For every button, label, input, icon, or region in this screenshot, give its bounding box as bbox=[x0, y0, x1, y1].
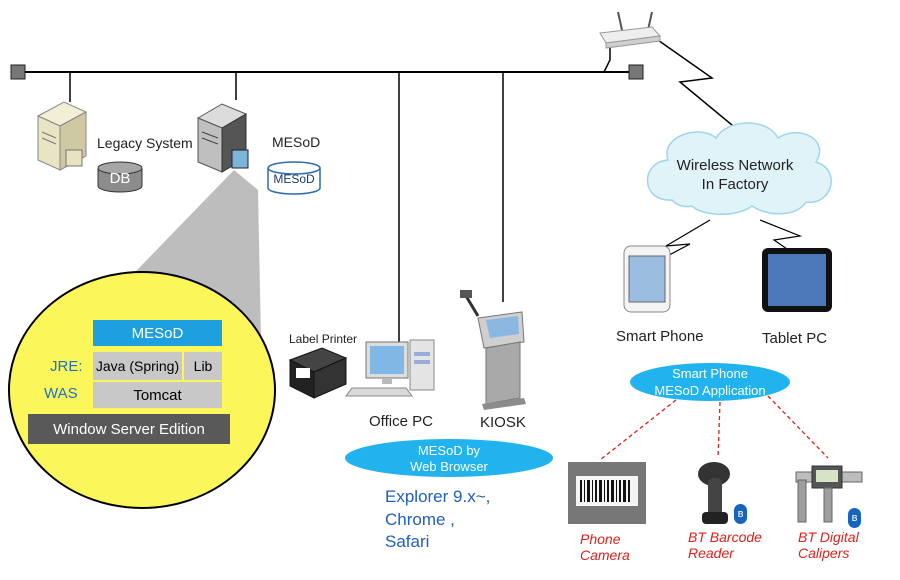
stack-java-box: Java (Spring) bbox=[93, 352, 182, 380]
stack-tomcat-box: Tomcat bbox=[93, 382, 222, 408]
stack-lib-box: Lib bbox=[184, 352, 222, 380]
mobile-app-ellipse bbox=[630, 363, 790, 401]
tablet-pc-icon bbox=[762, 248, 832, 312]
db-label: DB bbox=[109, 170, 131, 187]
mesod-server-icon bbox=[196, 103, 249, 173]
backbone-terminator-right bbox=[628, 64, 644, 80]
bluetooth-icon-reader: ʙ bbox=[734, 504, 747, 524]
office-pc-icon bbox=[345, 339, 435, 397]
bt-digital-calipers-label-line2: Calipers bbox=[798, 545, 850, 561]
backbone-terminator-left bbox=[10, 64, 26, 80]
mesod-db-cylinder-icon bbox=[267, 161, 321, 195]
mobile-ellipse-line2: MESoD Application bbox=[654, 383, 766, 398]
stack-mesod-box: MESoD bbox=[93, 320, 222, 346]
was-label: WAS bbox=[44, 385, 78, 402]
db-cylinder-icon bbox=[97, 161, 143, 193]
smart-phone-label: Smart Phone bbox=[616, 328, 704, 345]
phone-camera-connector bbox=[599, 399, 677, 461]
barcode-reader-icon bbox=[698, 462, 730, 524]
barcode-reader-connector bbox=[717, 401, 721, 459]
stack-os-box: Window Server Edition bbox=[28, 414, 230, 444]
jre-label: JRE: bbox=[50, 358, 83, 375]
calipers-connector bbox=[767, 395, 829, 459]
legacy-system-label: Legacy System bbox=[97, 135, 193, 151]
wireless-zigzag-link bbox=[654, 37, 739, 131]
wireless-network-label-line1: Wireless Network bbox=[676, 157, 794, 174]
web-ellipse-line1: MESoD by bbox=[417, 443, 481, 458]
wireless-cloud-shape bbox=[646, 122, 832, 215]
office-pc-label: Office PC bbox=[369, 413, 433, 430]
tablet-pc-label: Tablet PC bbox=[762, 330, 828, 347]
web-browser-ellipse bbox=[345, 439, 553, 477]
bt-digital-calipers-label-line1: BT Digital bbox=[798, 529, 859, 545]
phone-camera-photo-icon bbox=[568, 462, 646, 524]
smart-phone-icon bbox=[623, 245, 671, 313]
browser-explorer: Explorer 9.x~, bbox=[385, 487, 491, 506]
cloud-to-phone-zigzag bbox=[655, 219, 711, 263]
wireless-network-label-line2: In Factory bbox=[701, 176, 769, 193]
bt-barcode-reader-label-line1: BT Barcode bbox=[688, 529, 762, 545]
mobile-ellipse-line1: Smart Phone bbox=[672, 366, 748, 381]
kiosk-label: KIOSK bbox=[480, 414, 526, 431]
label-printer-icon bbox=[288, 347, 348, 399]
bt-barcode-reader-label-line2: Reader bbox=[688, 545, 734, 561]
digital-calipers-icon bbox=[795, 465, 863, 523]
label-printer-label: Label Printer bbox=[289, 332, 358, 346]
browser-safari: Safari bbox=[385, 532, 430, 551]
mesod-server-label: MESoD bbox=[272, 134, 321, 150]
phone-camera-label-line2: Camera bbox=[580, 547, 630, 563]
web-ellipse-line2: Web Browser bbox=[410, 459, 488, 474]
phone-camera-label-line1: Phone bbox=[580, 531, 621, 547]
router-icon bbox=[599, 11, 662, 49]
mesod-db-label: MESoD bbox=[273, 172, 315, 186]
kiosk-icon bbox=[460, 290, 526, 410]
legacy-server-icon bbox=[36, 101, 88, 171]
browser-chrome: Chrome , bbox=[385, 510, 455, 529]
bluetooth-icon-calipers: ʙ bbox=[848, 508, 861, 528]
